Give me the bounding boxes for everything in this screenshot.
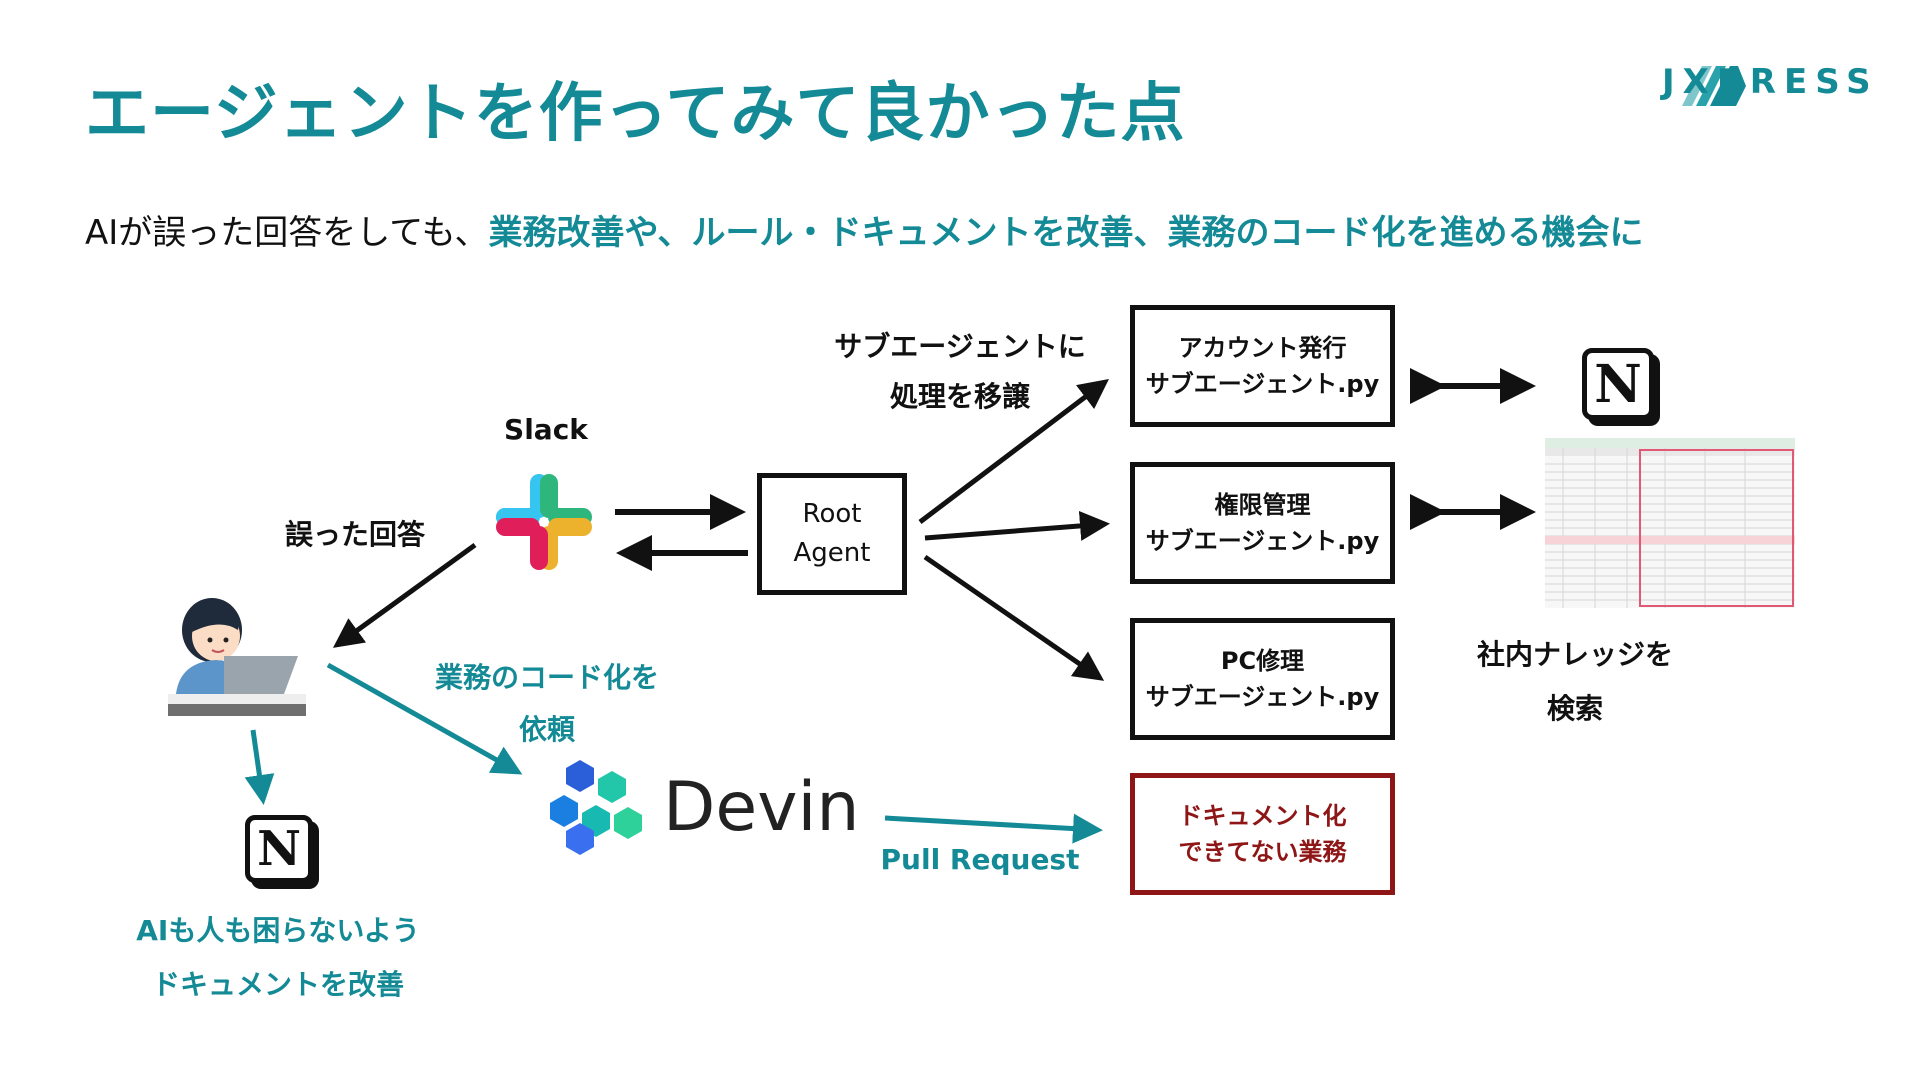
jxpress-logo-icon — [1682, 66, 1746, 106]
subtitle-highlight: 業務改善や、ルール・ドキュメントを改善、業務のコード化を進める機会に — [488, 213, 1644, 253]
person-laptop-icon — [168, 598, 306, 716]
doc-improve-label: AIも人も困らないよう ドキュメントを改善 — [118, 904, 438, 1012]
pull-request-label: Pull Request — [880, 843, 1080, 876]
subtitle-normal: AIが誤った回答をしても、 — [85, 213, 489, 253]
doc-improve-line1: AIも人も困らないよう — [136, 914, 420, 947]
devin-icon — [550, 760, 642, 855]
undocumented-line1: ドキュメント化 — [1178, 802, 1347, 830]
spreadsheet-icon — [1545, 438, 1795, 608]
subagent-pc-line2: サブエージェント.py — [1145, 683, 1380, 711]
arrow-root-to-pc — [923, 554, 1105, 681]
slack-icon — [496, 474, 592, 570]
undocumented-task-box: ドキュメント化できてない業務 — [1130, 773, 1395, 895]
undocumented-line2: できてない業務 — [1178, 838, 1347, 866]
arrow-person-to-devin — [326, 662, 523, 775]
delegate-label-line1: サブエージェントに — [834, 330, 1086, 363]
delegate-label: サブエージェントに 処理を移譲 — [825, 322, 1095, 422]
knowledge-search-line1: 社内ナレッジを — [1476, 638, 1673, 671]
subagent-account-line1: アカウント発行 — [1178, 334, 1347, 362]
slack-label: Slack — [504, 413, 588, 446]
arrow-devin-to-task — [884, 813, 1103, 844]
doc-improve-line2: ドキュメントを改善 — [151, 968, 404, 1001]
wrong-answer-label: 誤った回答 — [284, 518, 425, 551]
devin-label: Devin — [663, 768, 860, 847]
knowledge-search-line2: 検索 — [1546, 692, 1603, 725]
subagent-pc-line1: PC修理 — [1220, 647, 1305, 675]
subagent-pc-box: PC修理サブエージェント.py — [1130, 618, 1395, 740]
arrow-person-to-notion — [244, 729, 275, 805]
arrow-root-to-permission — [924, 510, 1110, 541]
subagent-permission-box: 権限管理サブエージェント.py — [1130, 462, 1395, 584]
code-request-label: 業務のコード化を 依頼 — [412, 652, 682, 756]
subagent-permission-line2: サブエージェント.py — [1145, 527, 1380, 555]
page-title: エージェントを作ってみて良かった点 — [85, 77, 1186, 151]
subagent-permission-line1: 権限管理 — [1214, 491, 1311, 519]
root-agent-line1: Root — [802, 499, 862, 529]
knowledge-search-label: 社内ナレッジを 検索 — [1465, 628, 1685, 736]
subagent-account-line2: サブエージェント.py — [1145, 370, 1380, 398]
notion-icon: N — [1582, 348, 1654, 420]
code-request-line1: 業務のコード化を — [434, 661, 659, 694]
code-request-line2: 依頼 — [518, 713, 575, 746]
subagent-account-box: アカウント発行サブエージェント.py — [1130, 305, 1395, 427]
root-agent-line2: Agent — [793, 538, 871, 568]
notion-doc-icon: N — [245, 815, 313, 883]
arrow-root-to-account — [918, 378, 1109, 524]
delegate-label-line2: 処理を移譲 — [889, 380, 1030, 413]
logo-text: JXPRESS — [1662, 62, 1879, 102]
subtitle: AIが誤った回答をしても、業務改善や、ルール・ドキュメントを改善、業務のコード化… — [85, 205, 1644, 254]
arrow-slack-to-person — [332, 542, 477, 648]
